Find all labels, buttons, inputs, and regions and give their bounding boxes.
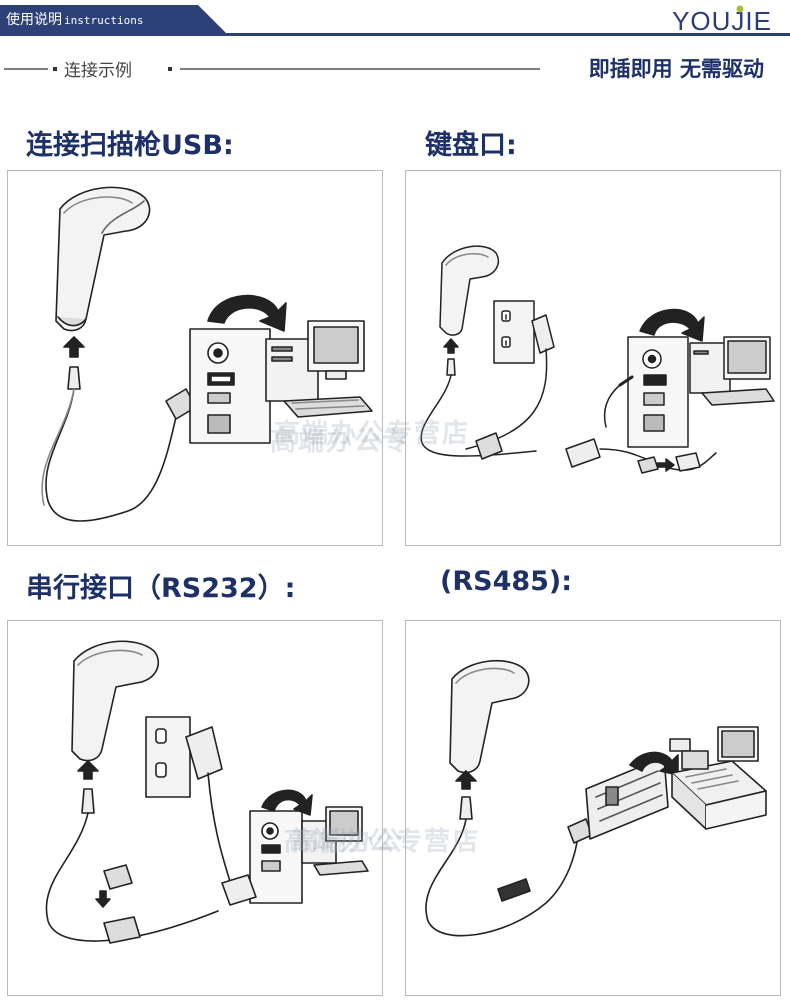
computer-icon bbox=[301, 806, 369, 876]
header-bar bbox=[0, 5, 790, 36]
computer-icon bbox=[689, 336, 775, 406]
heading-rs232: 串行接口（RS232）: bbox=[26, 573, 296, 604]
brand-logo: YOUJIE bbox=[672, 6, 772, 36]
header-title-cn: 使用说明 bbox=[6, 12, 62, 28]
arrow-up-icon bbox=[443, 338, 459, 354]
arrow-up-icon bbox=[63, 336, 85, 358]
panel-rs232: 高端办公专营店 bbox=[7, 620, 486, 996]
heading-rs485: (RS485): bbox=[440, 566, 573, 597]
panel-keyboard: 高端办公专营店 bbox=[274, 170, 781, 546]
section-divider bbox=[4, 67, 540, 71]
arrow-curve-icon bbox=[207, 294, 287, 332]
panel-rs485: 高端办公专营店 bbox=[284, 620, 781, 996]
arrow-curve-icon bbox=[639, 308, 705, 342]
heading-keyboard: 键盘口: bbox=[425, 130, 517, 161]
panel-usb: 高端办公专营店 bbox=[7, 170, 464, 546]
power-outlet-icon bbox=[493, 300, 535, 364]
power-adapter-icon bbox=[185, 726, 233, 890]
arrow-up-icon bbox=[455, 770, 477, 790]
arrow-down-icon bbox=[95, 890, 111, 908]
arrow-right-icon bbox=[657, 458, 675, 472]
watermark: 高端办公专营店 bbox=[284, 827, 481, 857]
barcode-scanner-icon bbox=[449, 659, 530, 774]
section-tagline: 即插即用 无需驱动 bbox=[588, 57, 764, 81]
arrow-curve-icon bbox=[261, 789, 313, 816]
heading-usb: 连接扫描枪USB: bbox=[26, 130, 234, 161]
barcode-scanner-icon bbox=[71, 640, 160, 762]
logo-dot-icon bbox=[736, 5, 744, 13]
header-title-en: instructions bbox=[64, 14, 144, 27]
arrow-curve-icon bbox=[629, 751, 679, 776]
watermark: 高端办公专营店 bbox=[274, 419, 471, 449]
pos-terminal-icon bbox=[669, 726, 767, 830]
arrow-up-icon bbox=[77, 760, 99, 780]
computer-icon bbox=[265, 320, 373, 418]
barcode-scanner-icon bbox=[55, 186, 151, 332]
section-label: 连接示例 bbox=[64, 61, 132, 81]
barcode-scanner-icon bbox=[439, 245, 500, 336]
power-outlet-icon bbox=[145, 716, 191, 798]
